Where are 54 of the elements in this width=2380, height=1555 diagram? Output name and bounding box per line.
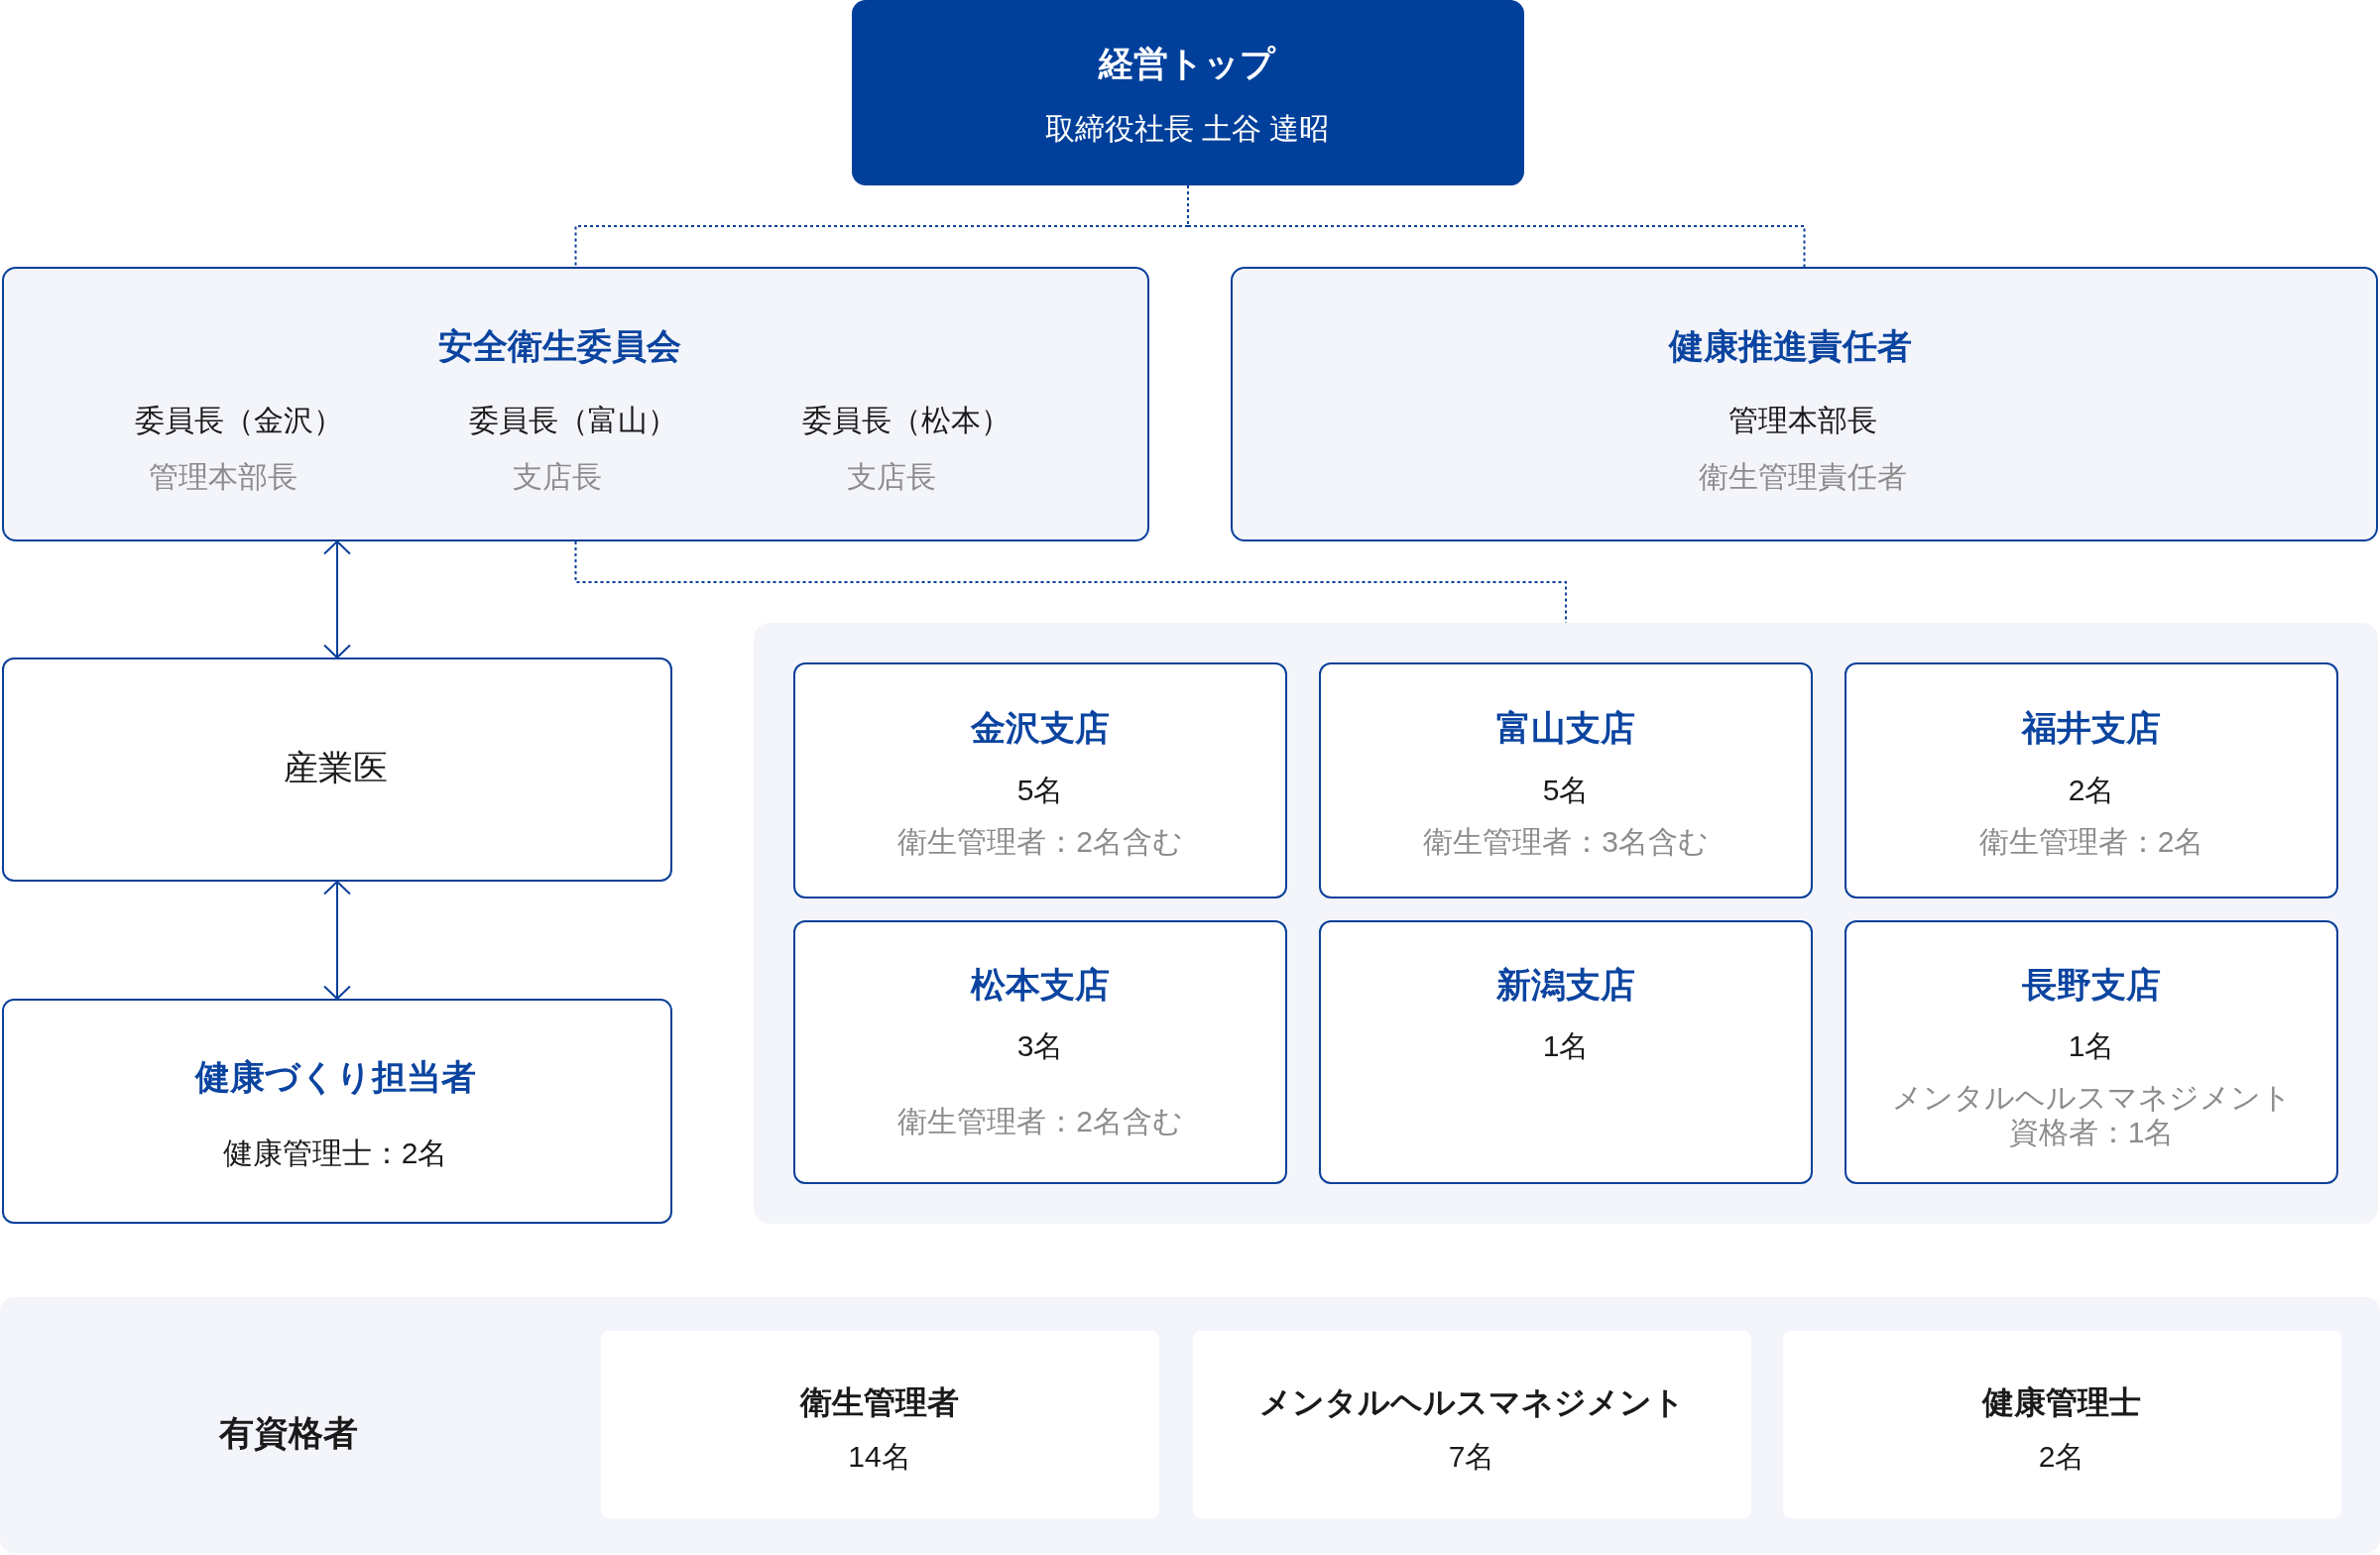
staff-count: 3名	[1016, 1028, 1064, 1064]
heading: 富山支店	[1496, 707, 1635, 749]
org-box	[2, 658, 672, 882]
staff-count: 7名	[1448, 1439, 1495, 1475]
qualification-note: 衛生管理者：2名含む	[897, 824, 1183, 860]
officer-panel	[1231, 267, 2378, 541]
committee-panel	[2, 267, 1149, 541]
org-box	[2, 999, 672, 1224]
heading: 経営トップ	[1099, 43, 1275, 84]
branch-box	[793, 920, 1287, 1184]
heading: 有資格者	[219, 1412, 358, 1454]
position-label: 取締役社長 土谷 達昭	[1044, 111, 1330, 147]
branch-box	[1319, 920, 1813, 1184]
heading: 長野支店	[2022, 964, 2161, 1006]
staff-count: 1名	[2068, 1028, 2115, 1064]
heading: メンタルヘルスマネジメント	[1258, 1382, 1685, 1422]
qualification-note: 衛生管理者：2名含む	[897, 1104, 1183, 1139]
position-label: 支店長	[847, 459, 936, 495]
staff-count: 1名	[1542, 1028, 1590, 1064]
staff-count: 14名	[848, 1439, 911, 1475]
heading: 健康管理士	[1982, 1382, 2141, 1422]
role-label: 委員長（松本）	[802, 403, 1011, 438]
qualification-note: 衛生管理者：2名	[1978, 824, 2204, 860]
heading: 健康づくり担当者	[194, 1056, 476, 1098]
position-label: 管理本部長	[149, 459, 298, 495]
heading: 産業医	[283, 747, 388, 788]
heading: 金沢支店	[971, 707, 1110, 749]
qualification-note: メンタルヘルスマネジメント資格者：1名	[1891, 1080, 2292, 1149]
heading: 福井支店	[2022, 707, 2161, 749]
dotted-line	[574, 184, 1806, 268]
branch-box	[1844, 920, 2338, 1184]
branch-box	[1319, 662, 1813, 898]
heading: 松本支店	[971, 964, 1110, 1006]
heading: 新潟支店	[1496, 964, 1635, 1006]
role-label: 委員長（金沢）	[135, 403, 343, 438]
branch-box	[1844, 662, 2338, 898]
heading: 安全衛生委員会	[437, 325, 681, 367]
double-arrow	[323, 881, 351, 1000]
staff-count: 2名	[2038, 1439, 2085, 1475]
group-panel	[754, 623, 2378, 1224]
qualification-note: 衛生管理者：3名含む	[1423, 824, 1709, 860]
branch-box	[793, 662, 1287, 898]
role-label: 委員長（富山）	[469, 403, 677, 438]
staff-count: 5名	[1016, 773, 1064, 808]
double-arrow	[323, 540, 351, 658]
staff-count: 2名	[2068, 773, 2115, 808]
org-box	[852, 0, 1524, 185]
role-label: 衛生管理責任者	[1699, 459, 1907, 495]
staff-count: 5名	[1542, 773, 1590, 808]
position-label: 支店長	[513, 459, 602, 495]
heading: 衛生管理者	[800, 1382, 959, 1422]
position-label: 管理本部長	[1728, 403, 1877, 438]
heading: 健康推進責任者	[1668, 325, 1912, 367]
staff-count: 健康管理士：2名	[222, 1136, 448, 1171]
